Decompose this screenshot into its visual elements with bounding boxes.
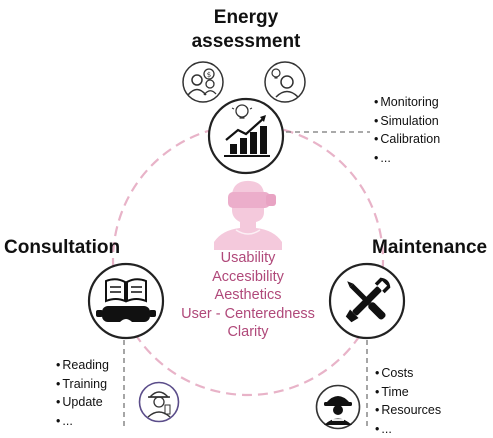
energy-bullet: ...	[374, 149, 440, 168]
vr-user-figure	[208, 178, 288, 250]
svg-text:$: $	[207, 71, 211, 79]
engineer-icon	[138, 381, 180, 423]
maintenance-title: Maintenance	[372, 236, 487, 260]
center-qualities: Usability Accesibility Aesthetics User -…	[175, 249, 321, 342]
bar-chart-growth-icon	[206, 96, 286, 176]
consultation-bullet: ...	[56, 412, 109, 431]
maintenance-bullet: Costs	[375, 364, 441, 383]
consultation-bullet: Training	[56, 375, 109, 394]
maintenance-bullet: Resources	[375, 401, 441, 420]
book-vr-headset-icon	[86, 261, 166, 341]
quality-label: Usability	[175, 249, 321, 268]
quality-label: Accesibility	[175, 268, 321, 287]
energy-title-line1: Energy	[186, 6, 306, 30]
energy-title-line2: assessment	[186, 30, 306, 54]
consultation-title: Consultation	[4, 236, 120, 260]
energy-bullet-list: Monitoring Simulation Calibration ...	[374, 93, 440, 167]
consultation-bullet-list: Reading Training Update ...	[56, 356, 109, 430]
maintenance-bullet: Time	[375, 383, 441, 402]
quality-label: User - Centeredness	[175, 305, 321, 324]
energy-bullet: Simulation	[374, 112, 440, 131]
consultation-bullet: Reading	[56, 356, 109, 375]
energy-bullet: Calibration	[374, 130, 440, 149]
consultation-bullet: Update	[56, 393, 109, 412]
maintenance-bullet: ...	[375, 420, 441, 438]
energy-bullet: Monitoring	[374, 93, 440, 112]
worker-helmet-icon	[315, 384, 361, 430]
maintenance-bullet-list: Costs Time Resources ...	[375, 364, 441, 438]
quality-label: Aesthetics	[175, 286, 321, 305]
wrench-screwdriver-icon	[327, 261, 407, 341]
energy-title: Energy assessment	[186, 6, 306, 54]
quality-label: Clarity	[175, 323, 321, 342]
